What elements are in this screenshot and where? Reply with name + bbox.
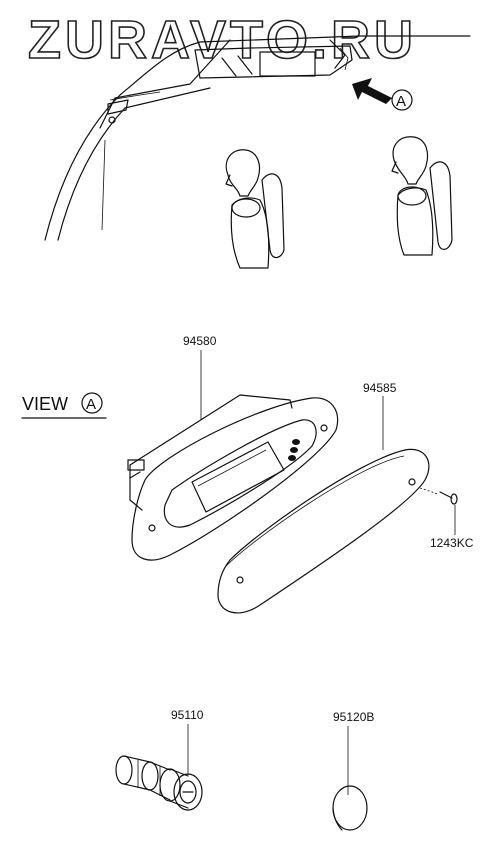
part-label-94580: 94580 bbox=[183, 334, 217, 348]
arrow-marker-label: A bbox=[396, 93, 406, 110]
room-lamp-assembly-94580: 94580 bbox=[127, 334, 339, 561]
view-label-text: VIEW bbox=[22, 394, 68, 414]
part-label-95110: 95110 bbox=[171, 708, 204, 722]
view-label-marker: A bbox=[86, 396, 96, 413]
cigarette-lighter-95110: 95110 bbox=[115, 708, 204, 811]
view-a-heading: VIEW A bbox=[21, 392, 107, 419]
view-arrow-icon bbox=[352, 78, 392, 104]
part-label-95120b: 95120B bbox=[333, 710, 374, 724]
passenger-left bbox=[225, 149, 285, 269]
passenger-right bbox=[391, 136, 453, 256]
part-label-1243kc: 1243KC bbox=[430, 536, 474, 550]
watermark-text: ZURAVTO.RU bbox=[28, 10, 417, 70]
plug-cap-95120b: 95120B bbox=[332, 710, 374, 831]
part-label-94585: 94585 bbox=[363, 381, 397, 395]
vehicle-interior-illustration: A bbox=[44, 35, 471, 269]
view-marker-circle bbox=[391, 89, 413, 111]
screw-1243kc: 1243KC bbox=[419, 487, 474, 550]
lamp-lens-94585: 94585 bbox=[217, 381, 430, 614]
